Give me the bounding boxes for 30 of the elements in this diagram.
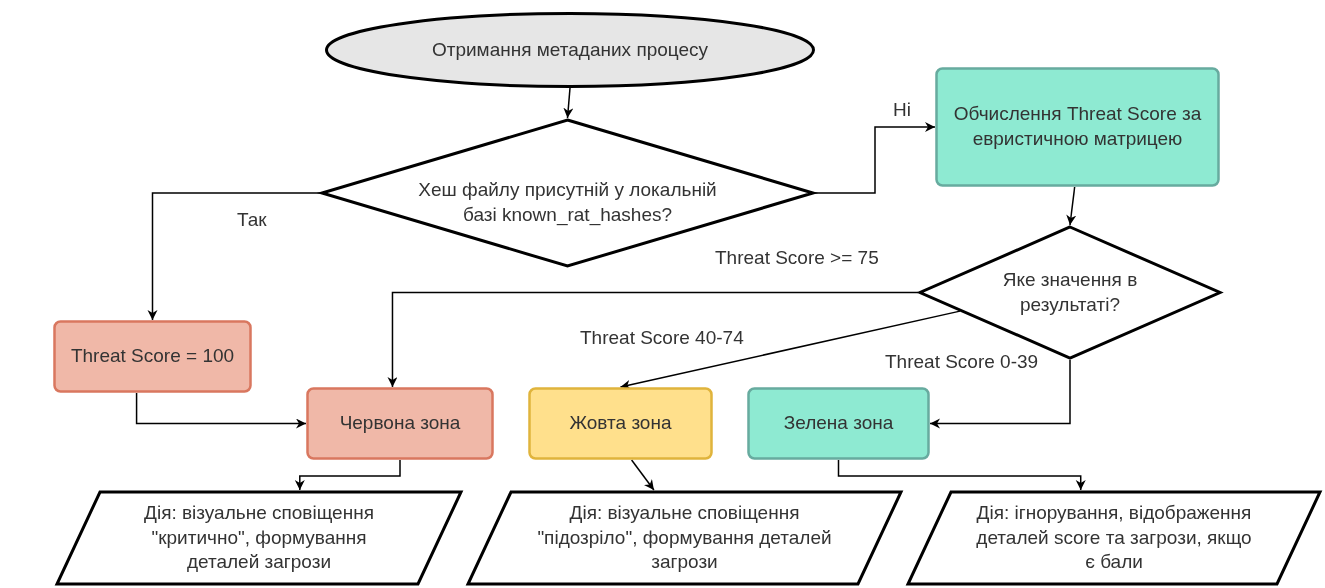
arrow <box>1066 186 1077 226</box>
arrow <box>814 122 936 194</box>
node-text: Хеш файлу присутній у локальній базі known_rat_hashes? <box>417 178 718 228</box>
arrow <box>147 192 321 321</box>
action-parallelogram <box>466 490 903 586</box>
node-text: Threat Score = 100 <box>70 344 235 369</box>
action-parallelogram <box>55 490 463 586</box>
zone-box <box>306 387 494 460</box>
action-parallelogram <box>906 490 1322 586</box>
arrow <box>135 392 307 429</box>
node-text: Червона зона <box>339 411 461 436</box>
node-text: Зелена зона <box>783 411 894 436</box>
arrow <box>294 459 401 491</box>
node-text: Жовта зона <box>569 411 672 436</box>
process-box <box>935 67 1220 187</box>
node-text: Дія: візуальне сповіщення "критично", формування деталей загрози <box>143 500 375 575</box>
node-text: Отримання метаданих процесу <box>431 37 709 62</box>
node-text: Яке значення в результаті? <box>1001 267 1139 317</box>
arrow <box>563 87 574 119</box>
start-ellipse <box>325 12 815 88</box>
process-box <box>53 320 252 393</box>
zone-box <box>528 387 713 460</box>
node-text: Дія: візуальне сповіщення "підозріло", формування деталей загрози <box>536 500 833 575</box>
arrow <box>387 291 919 388</box>
node-text: Дія: ігнорування, відображення деталей score та загрози, якщо є бали <box>976 500 1252 575</box>
arrow <box>837 459 1086 491</box>
arrow <box>929 359 1071 429</box>
node-text: Обчислення Threat Score за евристичною матрицею <box>952 102 1203 151</box>
arrow <box>630 459 655 491</box>
zone-box <box>747 387 930 460</box>
